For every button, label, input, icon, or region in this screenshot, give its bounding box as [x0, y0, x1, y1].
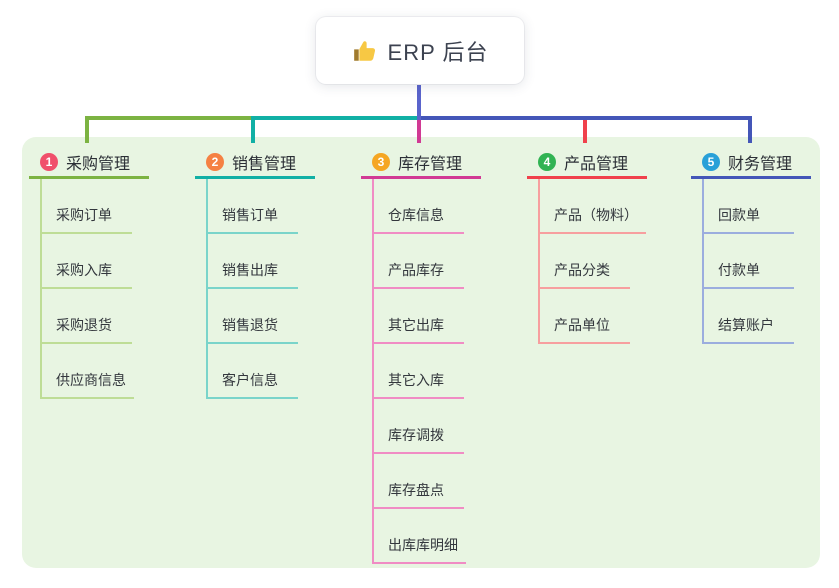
node-item[interactable]: 销售出库 — [208, 234, 298, 289]
node-item[interactable]: 销售订单 — [208, 179, 298, 234]
node-item[interactable]: 出库库明细 — [374, 509, 466, 564]
branch-item-list: 仓库信息 产品库存 其它出库 其它入库 库存调拨 库存盘点 出库库明细 — [372, 179, 466, 564]
branch-item-list: 采购订单 采购入库 采购退货 供应商信息 — [40, 179, 134, 399]
node-item[interactable]: 库存盘点 — [374, 454, 464, 509]
node-item[interactable]: 付款单 — [704, 234, 794, 289]
branch-product: 4 产品管理 产品（物料） 产品分类 产品单位 — [527, 148, 647, 344]
branch-header-sales[interactable]: 2 销售管理 — [195, 148, 315, 179]
node-item[interactable]: 采购订单 — [42, 179, 132, 234]
node-item[interactable]: 客户信息 — [208, 344, 298, 399]
node-item[interactable]: 产品库存 — [374, 234, 464, 289]
node-item[interactable]: 回款单 — [704, 179, 794, 234]
branch-title: 销售管理 — [232, 156, 297, 173]
branch-item-list: 销售订单 销售出库 销售退货 客户信息 — [206, 179, 298, 399]
branch-title: 产品管理 — [564, 156, 629, 173]
branch-header-purchase[interactable]: 1 采购管理 — [29, 148, 149, 179]
node-item[interactable]: 供应商信息 — [42, 344, 134, 399]
node-item[interactable]: 采购入库 — [42, 234, 132, 289]
branch-title: 财务管理 — [728, 156, 793, 173]
node-item[interactable]: 库存调拨 — [374, 399, 464, 454]
node-item[interactable]: 产品单位 — [540, 289, 630, 344]
branch-number-badge: 3 — [372, 153, 390, 171]
thumbs-up-icon — [352, 38, 378, 64]
root-node-label: ERP 后台 — [387, 39, 489, 65]
root-node-erp[interactable]: ERP 后台 — [316, 17, 524, 84]
branch-header-finance[interactable]: 5 财务管理 — [691, 148, 811, 179]
node-item[interactable]: 采购退货 — [42, 289, 132, 344]
branch-inventory: 3 库存管理 仓库信息 产品库存 其它出库 其它入库 库存调拨 库存盘点 出库库… — [361, 148, 481, 564]
node-item[interactable]: 产品分类 — [540, 234, 630, 289]
branch-title: 采购管理 — [66, 156, 131, 173]
branch-sales: 2 销售管理 销售订单 销售出库 销售退货 客户信息 — [195, 148, 315, 399]
branch-number-badge: 1 — [40, 153, 58, 171]
branch-item-list: 回款单 付款单 结算账户 — [702, 179, 794, 344]
branch-finance: 5 财务管理 回款单 付款单 结算账户 — [691, 148, 811, 344]
branch-number-badge: 4 — [538, 153, 556, 171]
branch-header-inventory[interactable]: 3 库存管理 — [361, 148, 481, 179]
node-item[interactable]: 其它出库 — [374, 289, 464, 344]
branches-panel — [22, 137, 820, 568]
branch-title: 库存管理 — [398, 156, 463, 173]
node-item[interactable]: 结算账户 — [704, 289, 794, 344]
node-item[interactable]: 其它入库 — [374, 344, 464, 399]
branch-number-badge: 2 — [206, 153, 224, 171]
branch-item-list: 产品（物料） 产品分类 产品单位 — [538, 179, 646, 344]
branch-purchase: 1 采购管理 采购订单 采购入库 采购退货 供应商信息 — [29, 148, 149, 399]
branch-number-badge: 5 — [702, 153, 720, 171]
node-item[interactable]: 销售退货 — [208, 289, 298, 344]
node-item[interactable]: 仓库信息 — [374, 179, 464, 234]
branch-header-product[interactable]: 4 产品管理 — [527, 148, 647, 179]
node-item[interactable]: 产品（物料） — [540, 179, 646, 234]
